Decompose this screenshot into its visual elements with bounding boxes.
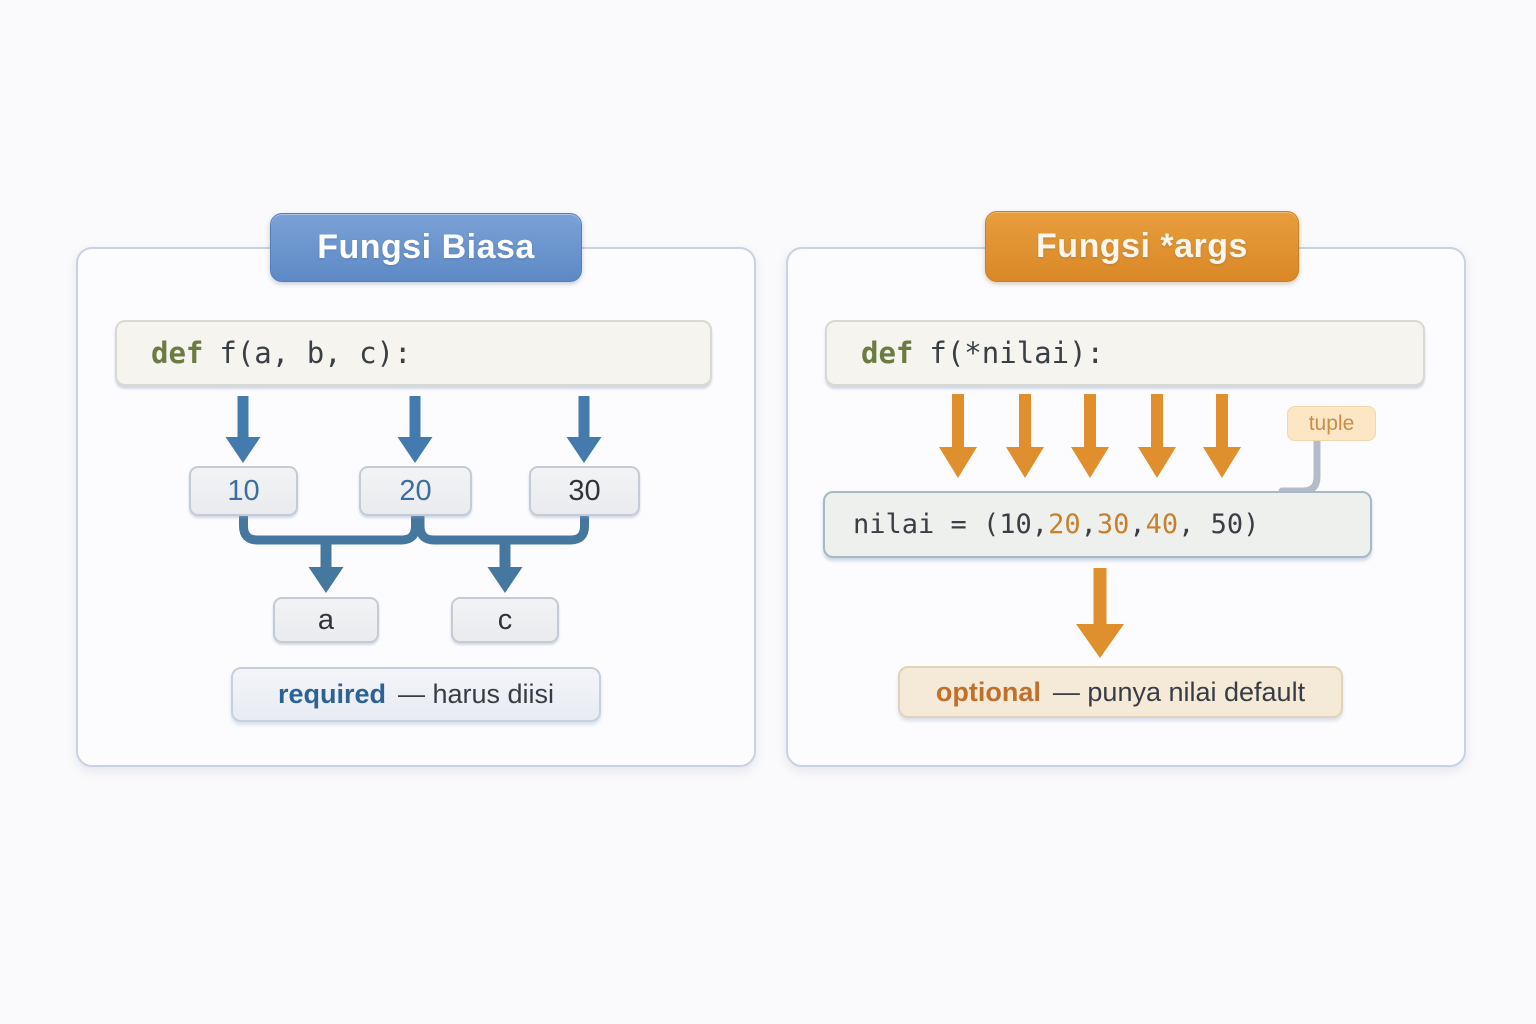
right-code-box: def f(*nilai): <box>825 320 1425 386</box>
tuple-segment: 40 <box>1145 509 1179 540</box>
tuple-segment: 30 <box>1096 509 1130 540</box>
right-panel-title: Fungsi *args <box>1036 227 1248 265</box>
value-label: 30 <box>568 474 601 507</box>
value-label: 20 <box>399 474 432 507</box>
left-panel-title-badge: Fungsi Biasa <box>270 213 582 282</box>
tuple-segment: , <box>1080 509 1097 540</box>
param-label: c <box>497 603 513 636</box>
tuple-segment: , 50) <box>1178 509 1260 540</box>
param-label: a <box>317 603 335 636</box>
value-box-20: 20 <box>359 466 472 516</box>
value-box-10: 10 <box>189 466 298 516</box>
value-box-30: 30 <box>529 466 640 516</box>
tuple-segment: 20 <box>1048 509 1081 540</box>
note-keyword: optional <box>935 676 1041 707</box>
required-note-box: required — harus diisi <box>231 667 601 722</box>
note-text: — punya nilai default <box>1052 676 1306 707</box>
note-keyword: required <box>277 679 386 709</box>
code-signature: f(*nilai): <box>929 336 1104 370</box>
tuple-callout: tuple <box>1287 406 1376 441</box>
left-code-box: def f(a, b, c): <box>115 320 712 386</box>
code-signature: f(a, b, c): <box>219 336 412 370</box>
value-label: 10 <box>227 474 260 507</box>
param-box-a: a <box>273 597 379 643</box>
optional-note-box: optional — punya nilai default <box>898 666 1343 718</box>
tuple-value-box: nilai = (10, 20, 30, 40, 50) <box>823 491 1372 558</box>
tuple-segment: , <box>1129 509 1146 540</box>
code-keyword: def <box>861 336 914 370</box>
code-keyword: def <box>151 336 204 370</box>
note-text: — harus diisi <box>397 679 555 709</box>
right-panel-title-badge: Fungsi *args <box>985 211 1299 282</box>
tuple-label: tuple <box>1308 411 1355 435</box>
left-panel-title: Fungsi Biasa <box>317 228 535 266</box>
param-box-c: c <box>451 597 559 643</box>
tuple-segment: nilai = (10, <box>853 509 1049 540</box>
